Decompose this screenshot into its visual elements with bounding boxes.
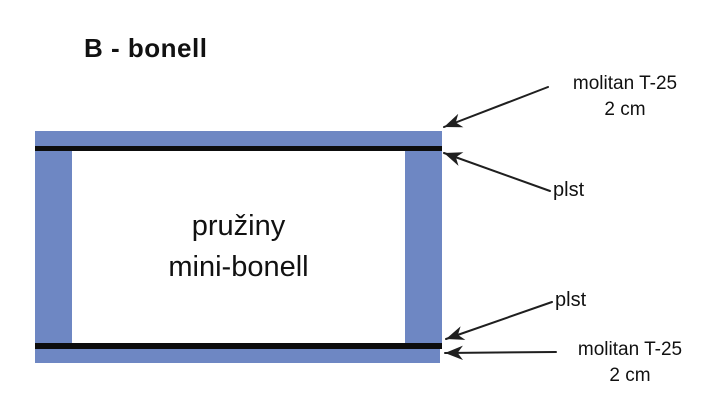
spring-core-label-line1: pružiny	[191, 210, 286, 243]
spring-core-area: pružiny mini-bonell	[72, 151, 405, 343]
diagram-title: B - bonell	[84, 33, 208, 63]
top-foam-label: molitan T-25	[572, 73, 678, 94]
left-foam-column	[35, 151, 72, 343]
top-felt-label: plst	[553, 179, 585, 201]
bottom-foam-thickness: 2 cm	[609, 364, 651, 386]
top-felt-line	[35, 146, 442, 151]
arrow-top-felt	[443, 152, 551, 192]
right-foam-column	[405, 151, 442, 343]
arrow-top-foam	[443, 86, 549, 128]
spring-core-label-line2: mini-bonell	[168, 251, 309, 283]
bottom-felt-line	[35, 343, 442, 349]
top-foam-layer	[35, 131, 442, 146]
annotation-bottom-foam: molitan T-25 2 cm	[554, 337, 706, 388]
bottom-foam-label: molitan T-25	[577, 339, 683, 360]
annotation-top-felt: plst	[553, 177, 584, 204]
arrow-bottom-felt	[445, 301, 553, 340]
annotation-bottom-felt: plst	[555, 287, 586, 314]
top-foam-thickness: 2 cm	[604, 98, 646, 120]
annotation-top-foam: molitan T-25 2 cm	[550, 71, 700, 122]
arrow-bottom-foam	[444, 345, 557, 361]
bottom-foam-layer	[35, 349, 440, 363]
bottom-felt-label: plst	[555, 289, 587, 311]
